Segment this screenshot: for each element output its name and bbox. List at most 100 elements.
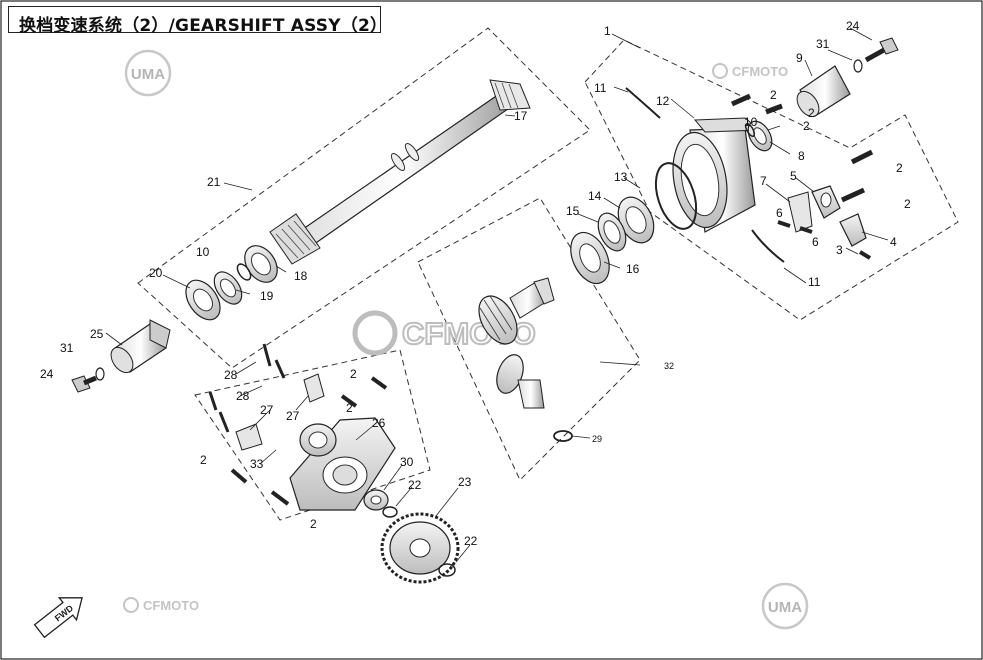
- bevel-gear-upper: [478, 277, 555, 345]
- callout-10b: 10: [744, 115, 758, 129]
- callout-28a: 28: [224, 368, 238, 382]
- cover-group-outline: [194, 349, 431, 521]
- callout-2f: 2: [346, 401, 353, 415]
- callout-25: 25: [90, 327, 104, 341]
- callout-2i: 2: [808, 106, 815, 120]
- callout-8: 8: [798, 149, 805, 163]
- bevel-gear-lower: [496, 354, 545, 409]
- group-outlines: [137, 27, 959, 521]
- callout-17: 17: [514, 109, 528, 123]
- sensor-4: [839, 213, 867, 247]
- washer-31-right: [853, 59, 863, 73]
- svg-text:UMA: UMA: [768, 599, 802, 616]
- bearing-cover: [299, 423, 337, 457]
- callout-12: 12: [656, 94, 670, 108]
- callout-3: 3: [836, 243, 843, 257]
- svg-text:CFMOTO: CFMOTO: [732, 64, 788, 79]
- bracket-7: [787, 191, 813, 233]
- svg-text:CFMOTO: CFMOTO: [143, 598, 199, 613]
- callout-24a: 24: [846, 19, 860, 33]
- callout-20: 20: [149, 266, 163, 280]
- callout-2g: 2: [200, 453, 207, 467]
- callout-27b: 27: [286, 409, 300, 423]
- sleeve-25: [110, 319, 171, 374]
- callout-22b: 22: [464, 534, 478, 548]
- callout-14: 14: [588, 189, 602, 203]
- callout-4: 4: [890, 235, 897, 249]
- watermark-uma-bottom: UMA: [761, 582, 809, 630]
- svg-text:UMA: UMA: [131, 66, 165, 83]
- oil-seal-30: [363, 489, 389, 511]
- bevel-gear-group-outline: [417, 197, 641, 481]
- fwd-arrow: FWD: [33, 597, 83, 639]
- callout-9: 9: [796, 51, 803, 65]
- callout-26: 26: [372, 416, 386, 430]
- callout-31a: 31: [816, 37, 830, 51]
- title-box: 换档变速系统（2）/GEARSHIFT ASSY（2）: [8, 6, 387, 36]
- callout-29: 29: [592, 434, 602, 444]
- clip-11-top: [625, 87, 661, 119]
- ring-10-left: [236, 263, 252, 281]
- ring-29: [553, 430, 573, 442]
- callout-15: 15: [566, 204, 580, 218]
- callout-31b: 31: [60, 341, 74, 355]
- callout-6b: 6: [812, 235, 819, 249]
- ring-10-right: [744, 123, 756, 137]
- callout-22a: 22: [408, 478, 422, 492]
- callout-2e: 2: [350, 367, 357, 381]
- gear-23: [380, 512, 460, 584]
- callout-11a: 11: [594, 81, 607, 95]
- cover-26: [289, 417, 396, 511]
- bearing-15: [597, 212, 627, 252]
- shaft-21: [269, 79, 531, 265]
- bolt-24-left: [71, 375, 97, 393]
- housing-12: [672, 117, 762, 233]
- callout-7: 7: [760, 174, 767, 188]
- bolts-cover: [208, 343, 388, 506]
- watermark-uma-top: UMA: [124, 49, 172, 97]
- oil-seal-19: [213, 271, 243, 305]
- clip-11-bottom: [751, 229, 785, 263]
- sensor-5: [811, 185, 841, 219]
- callout-19: 19: [260, 289, 274, 303]
- callout-labels: 1 2 2 2 2 2 2 2 2 2 3 4 5 6 6 7 8 9 10 1…: [40, 19, 911, 548]
- callout-33: 33: [250, 457, 264, 471]
- callout-6a: 6: [776, 206, 783, 220]
- watermark-cfmoto-bottom: CFMOTO: [123, 597, 199, 613]
- callout-28b: 28: [236, 389, 250, 403]
- callout-2d: 2: [904, 197, 911, 211]
- watermark-cfmoto-top: CFMOTO: [712, 63, 788, 79]
- callout-2h: 2: [310, 517, 317, 531]
- callout-16: 16: [626, 262, 640, 276]
- callout-30: 30: [400, 455, 414, 469]
- callout-2c: 2: [896, 161, 903, 175]
- oil-seal-8: [747, 120, 773, 152]
- bearing-16: [570, 231, 610, 285]
- washer-31-left: [95, 367, 105, 381]
- callout-23: 23: [458, 475, 472, 489]
- bearing-14: [617, 196, 655, 244]
- callout-27a: 27: [260, 403, 274, 417]
- callout-21: 21: [207, 175, 221, 189]
- callout-2a: 2: [770, 88, 777, 102]
- leader-lines: [105, 27, 889, 563]
- callout-1: 1: [604, 24, 611, 38]
- bearing-18: [244, 245, 278, 283]
- callout-2b: 2: [803, 119, 810, 133]
- o-ring-13: [654, 162, 698, 230]
- circlips-22: [382, 506, 456, 577]
- callout-32: 32: [664, 361, 674, 371]
- callout-5: 5: [790, 169, 797, 183]
- housing-group-outline: [584, 39, 959, 321]
- callout-18: 18: [294, 269, 308, 283]
- callout-13: 13: [614, 170, 628, 184]
- bolts-2-housing: [730, 93, 874, 260]
- sleeve-9: [796, 65, 851, 118]
- callout-11b: 11: [808, 275, 821, 289]
- oil-seal-20: [185, 279, 221, 321]
- diagram-title: 换档变速系统（2）/GEARSHIFT ASSY（2）: [19, 16, 388, 36]
- bolt-24-right: [864, 37, 899, 63]
